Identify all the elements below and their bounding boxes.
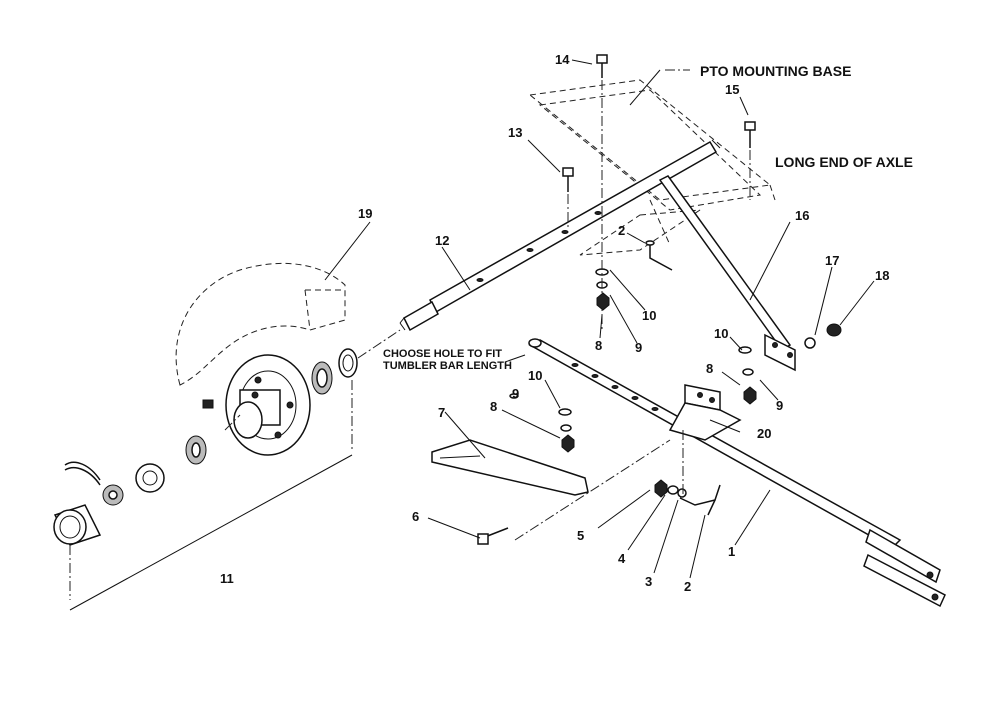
pto-mounting-base [528, 79, 776, 256]
leader-lines [324, 59, 875, 579]
callout-2-lower: 2 [684, 579, 691, 594]
center-lines [69, 80, 751, 600]
callout-18: 18 [875, 268, 889, 283]
lug-nut [202, 399, 214, 409]
choose-hole-label-line2: TUMBLER BAR LENGTH [383, 360, 512, 372]
callout-20: 20 [757, 426, 771, 441]
callout-2-upper: 2 [618, 223, 625, 238]
callout-9-upper: 9 [635, 340, 642, 355]
callout-10-right: 10 [714, 326, 728, 341]
axle [399, 139, 721, 332]
callout-3: 3 [645, 574, 652, 589]
small-hardware [509, 268, 842, 498]
brace-strap [658, 175, 796, 372]
callout-8-upper: 8 [595, 338, 602, 353]
callout-6: 6 [412, 509, 419, 524]
callout-13: 13 [508, 125, 522, 140]
washer [135, 463, 165, 493]
callout-10-upper: 10 [642, 308, 656, 323]
inner-seal [338, 348, 358, 378]
callout-4: 4 [618, 551, 626, 566]
annotation-notes: PTO MOUNTING BASE LONG END OF AXLE CHOOS… [383, 63, 913, 372]
callout-19: 19 [358, 206, 372, 221]
callout-1: 1 [728, 544, 735, 559]
choose-hole-label-line1: CHOOSE HOLE TO FIT [383, 348, 502, 360]
callout-8-right: 8 [706, 361, 713, 376]
carriage-bolt-6 [477, 527, 509, 545]
bolt-15 [744, 121, 756, 148]
callout-16: 16 [795, 208, 809, 223]
castle-nut [102, 484, 124, 506]
callout-12: 12 [435, 233, 449, 248]
outer-bearing [185, 435, 207, 465]
tumbler-bar [528, 338, 946, 608]
long-end-of-axle-label: LONG END OF AXLE [775, 154, 913, 170]
u-bolt-lower [679, 484, 721, 516]
callout-17: 17 [825, 253, 839, 268]
dust-cap [53, 504, 102, 546]
callout-8-lower: 8 [490, 399, 497, 414]
mounting-bracket [668, 384, 742, 441]
inner-bearing [311, 361, 333, 395]
pto-mounting-base-label: PTO MOUNTING BASE [700, 63, 851, 79]
callout-10-lower: 10 [528, 368, 542, 383]
callout-5: 5 [577, 528, 584, 543]
bolt-14 [596, 54, 608, 78]
callout-9-lower: 9 [512, 386, 519, 401]
callout-14: 14 [555, 52, 570, 67]
callout-9-right: 9 [776, 398, 783, 413]
wheel-hub [225, 354, 311, 456]
callout-labels: 14 15 13 19 12 2 16 17 18 10 9 8 10 8 9 … [220, 52, 889, 594]
bolt-13 [562, 167, 574, 192]
callout-15: 15 [725, 82, 739, 97]
wheel-cover [175, 262, 346, 386]
cotter-pin [64, 461, 101, 486]
callout-11: 11 [220, 571, 234, 586]
u-bolt-upper [645, 240, 673, 271]
callout-7: 7 [438, 405, 445, 420]
group-bracket-11 [69, 454, 353, 611]
